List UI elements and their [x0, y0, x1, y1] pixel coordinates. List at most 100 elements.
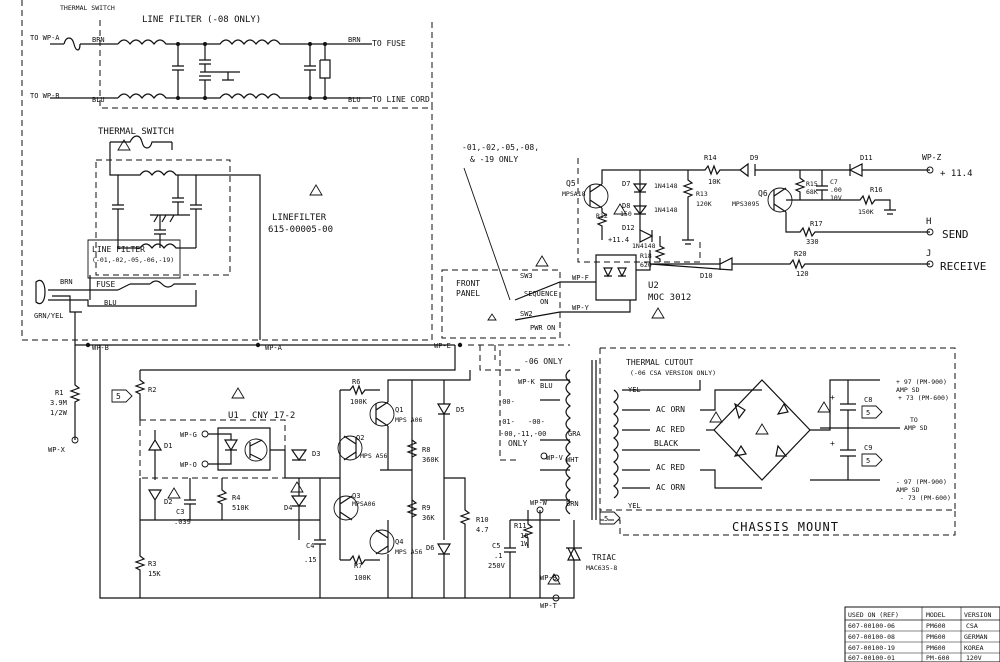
c4-label: C4: [306, 542, 314, 550]
note-06-only: -06 ONLY: [524, 357, 563, 366]
r15-value: 68K: [806, 188, 818, 196]
c7-label: C7: [830, 178, 838, 186]
variants-t1: -00-: [498, 398, 515, 406]
u2-label: U2: [648, 281, 659, 291]
sequence-label: SEQUENCE: [524, 290, 558, 298]
line-filter-main-block: THERMAL SWITCH LINEFILTER 615-00005-00 L…: [21, 0, 455, 355]
front-panel-title1: FRONT: [456, 279, 480, 288]
r9-value: 36K: [422, 514, 435, 522]
d12-label: D12: [622, 224, 635, 232]
table-row-3-version: KOREA: [964, 644, 984, 652]
c5-voltage: 250V: [488, 562, 506, 570]
r6-value: 100K: [350, 398, 368, 406]
plus-sign-c8: +: [830, 393, 835, 402]
table-row-2-version: GERMAN: [964, 633, 988, 641]
d5-label: D5: [456, 406, 464, 414]
wpv-label: WP-V: [546, 454, 564, 462]
r16-label: R16: [870, 186, 883, 194]
triac-label: TRIAC: [592, 553, 616, 562]
r2-label: R2: [148, 386, 156, 394]
d7-label: D7: [622, 180, 630, 188]
brn-label-plug: BRN: [60, 278, 73, 286]
c3-value: .039: [174, 518, 191, 526]
wpe-label: WP-E: [434, 342, 451, 350]
r10-value: 4.7: [476, 526, 489, 534]
sw3-label: SW3: [520, 272, 533, 280]
q3-label: Q3: [352, 492, 360, 500]
gra-label: GRA: [568, 430, 581, 438]
d6-label: D6: [426, 544, 434, 552]
c9-label: C9: [864, 444, 872, 452]
h-label: H: [926, 217, 931, 227]
r18-value: 620: [640, 261, 652, 269]
q6-label: Q6: [758, 189, 768, 198]
table-row-3-model: PM600: [926, 644, 946, 652]
wht-label: WHT: [566, 456, 579, 464]
r20-value: 120: [796, 270, 809, 278]
chassis-mount-label: CHASSIS MOUNT: [732, 520, 839, 534]
to-fuse-label: TO FUSE: [372, 39, 406, 48]
plus-73-label: + 73 (PM-600): [898, 394, 949, 402]
c3-label: C3: [176, 508, 184, 516]
d8-label: D8: [622, 202, 630, 210]
r1-label: R1: [55, 389, 63, 397]
c4-value: .15: [304, 556, 317, 564]
d9-label: D9: [750, 154, 758, 162]
wpw-label: WP-W: [530, 499, 548, 507]
table-row-3-ref: 607-00100-19: [848, 644, 895, 652]
front-panel-block: -01,-02,-05,-08, & -19 ONLY FRONT PANEL …: [434, 143, 691, 371]
to-amp-sd-label: TO: [910, 416, 918, 424]
blu-label-top-right: BLU: [348, 96, 361, 104]
ac-red-2-label: AC RED: [656, 463, 685, 472]
table-header-model: MODEL: [926, 611, 946, 619]
c9-badge: 5: [866, 457, 870, 465]
version-table: USED ON (REF) MODEL VERSION 607-00100-06…: [844, 606, 1000, 662]
r11-value: 18: [520, 532, 528, 540]
r11-watt: 1W: [520, 540, 529, 548]
black-label: BLACK: [654, 439, 678, 448]
transformer-block: -06 ONLY WP-K BLU GRA WHT BRN YEL YEL -0…: [498, 347, 956, 598]
blu-transformer-label: BLU: [540, 382, 553, 390]
r4-label: R4: [232, 494, 240, 502]
wpg-label: WP-G: [180, 431, 197, 439]
variants-note-line1: -01,-02,-05,-08,: [462, 143, 539, 152]
c7-value: .00: [830, 186, 842, 194]
q2-part-label: MPS A56: [360, 452, 387, 460]
triac-part-label: MAC635-8: [586, 564, 617, 572]
receive-label: RECEIVE: [940, 260, 986, 273]
line-filter-sub-variants: (-01,-02,-05,-06,-19): [92, 256, 174, 264]
to-wpb-label: TO WP-B: [30, 92, 60, 100]
table-header-used-on: USED ON (REF): [848, 611, 899, 619]
r16-value: 150K: [858, 208, 874, 216]
j-label: J: [926, 249, 931, 259]
r6-label: R6: [352, 378, 360, 386]
c5-label: C5: [492, 542, 500, 550]
ac-orn-1-label: AC ORN: [656, 405, 685, 414]
r7-label: R7: [354, 562, 362, 570]
minus-97-label: - 97 (PM-900): [896, 478, 947, 486]
d4-label: D4: [284, 504, 292, 512]
ac-orn-2-label: AC ORN: [656, 483, 685, 492]
amp-sd-3-label: AMP SD: [896, 486, 920, 494]
thermal-cutout-label: THERMAL CUTOUT: [626, 358, 694, 367]
fuse-label: FUSE: [96, 280, 115, 289]
d8-part-label: 1N4148: [654, 206, 678, 214]
d1-label: D1: [164, 442, 172, 450]
table-header-version: VERSION: [964, 611, 991, 619]
q5-part-label: MPSA18: [562, 190, 586, 198]
variants-note-line2: & -19 ONLY: [470, 155, 518, 164]
brn-transformer-label: BRN: [566, 500, 579, 508]
r14-label: R14: [704, 154, 717, 162]
sw2-label: SW2: [520, 310, 533, 318]
r3-label: R3: [148, 560, 156, 568]
thermal-switch-small-label: THERMAL SWITCH: [60, 4, 115, 12]
r20-label: R20: [794, 250, 807, 258]
line-filter-top-title: LINE FILTER (-08 ONLY): [142, 15, 261, 25]
r13-value: 120K: [696, 200, 712, 208]
wpf-label: WP-F: [572, 274, 589, 282]
r18-label: R18: [640, 252, 652, 260]
r15-label: R15: [806, 180, 818, 188]
d10-label: D10: [700, 272, 713, 280]
table-row-2-model: PM600: [926, 633, 946, 641]
